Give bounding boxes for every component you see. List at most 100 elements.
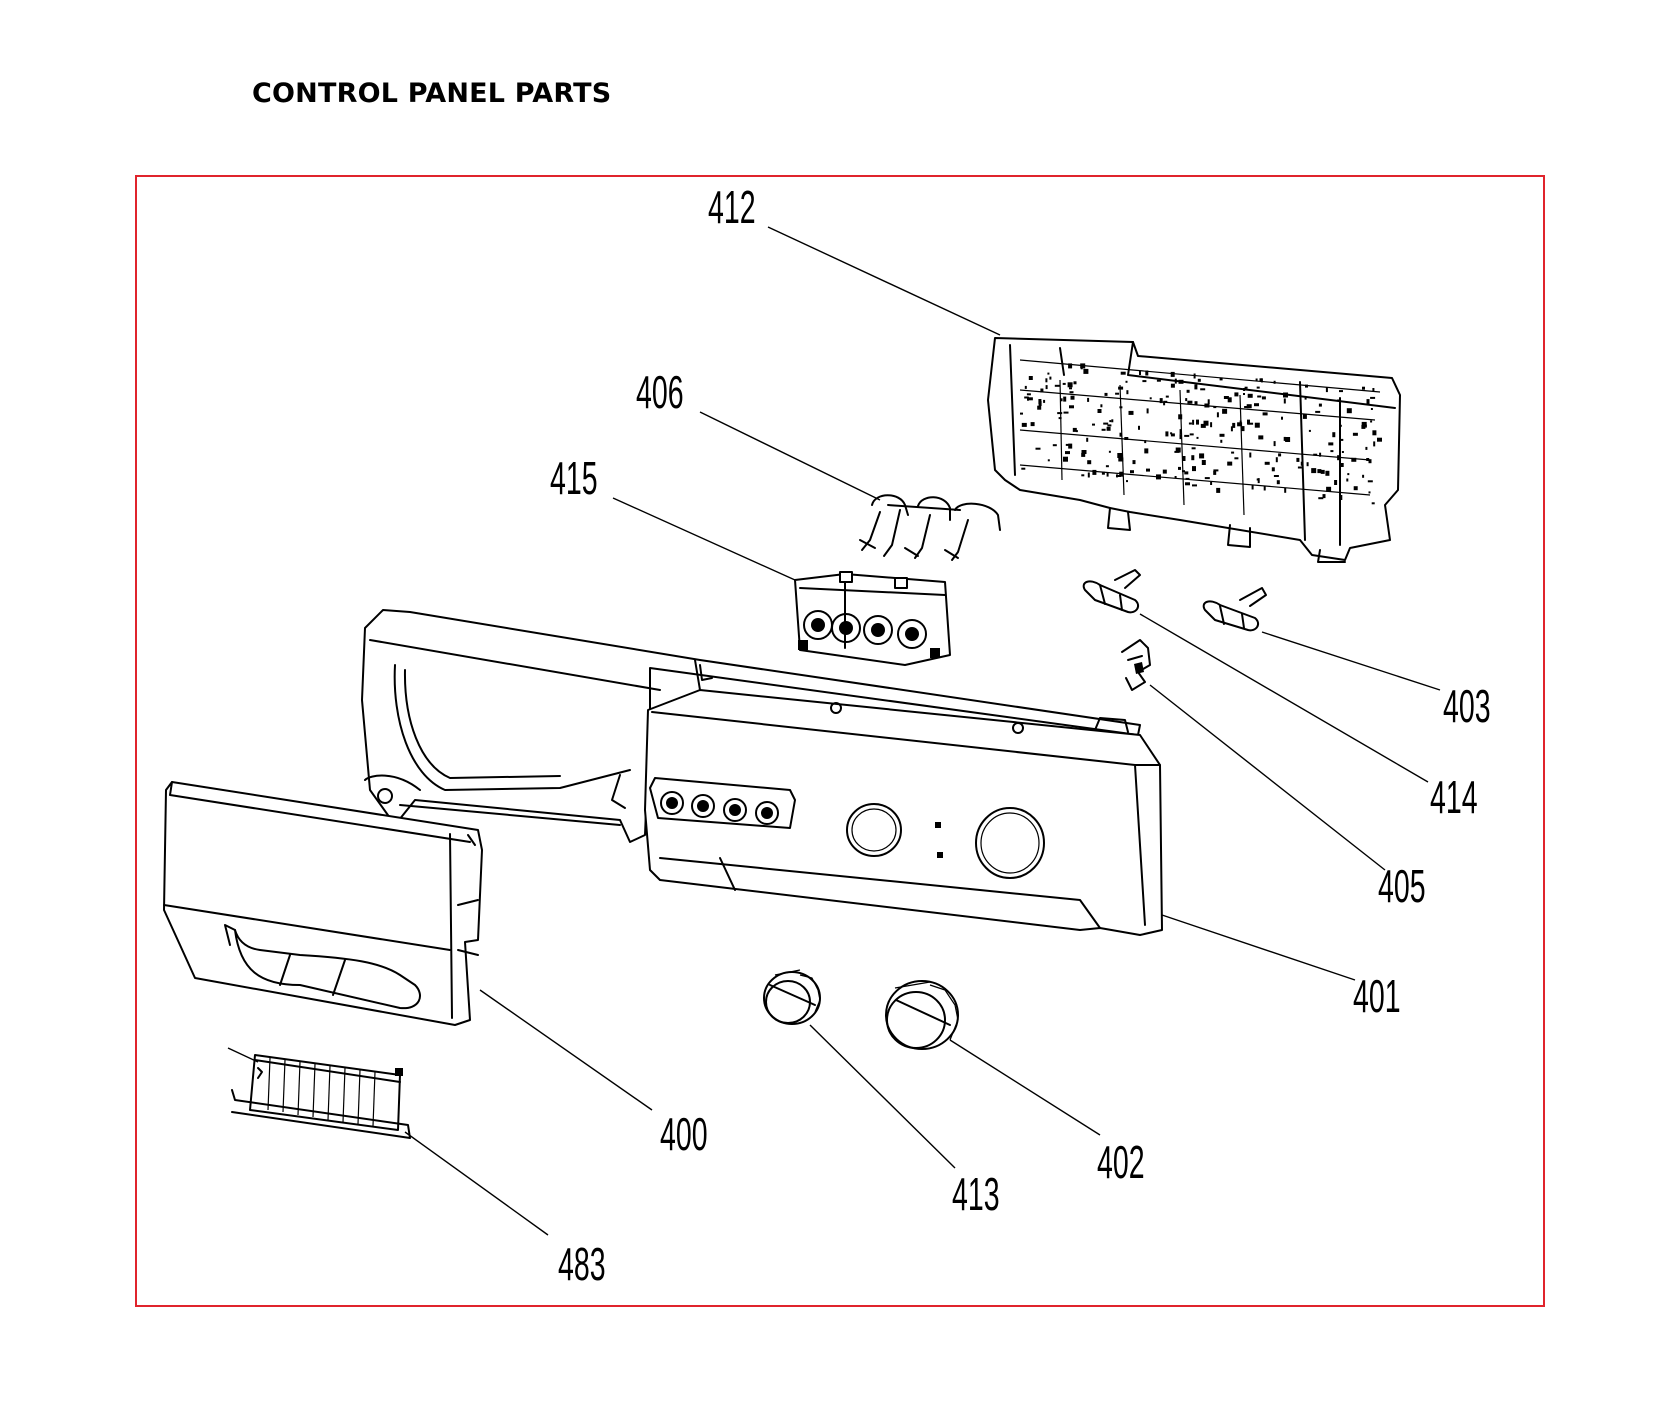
pcb-component-mark xyxy=(1247,419,1250,425)
part-414-drawing[interactable] xyxy=(1082,569,1141,614)
pcb-component-mark xyxy=(1165,431,1169,437)
pcb-component-mark xyxy=(1028,376,1033,380)
pcb-component-mark xyxy=(1067,382,1073,388)
pcb-component-mark xyxy=(1182,470,1185,473)
pcb-component-mark xyxy=(1163,402,1166,406)
pcb-component-mark xyxy=(1377,437,1382,442)
label-403: 403 xyxy=(1443,681,1491,733)
pcb-component-mark xyxy=(1222,408,1228,414)
pcb-component-mark xyxy=(1111,419,1114,423)
pcb-component-mark xyxy=(1179,434,1182,440)
pcb-component-mark xyxy=(1219,377,1223,381)
pcb-component-mark xyxy=(1106,426,1111,431)
pcb-component-mark xyxy=(1156,379,1161,382)
pcb-component-mark xyxy=(1144,448,1149,454)
label-401: 401 xyxy=(1353,971,1401,1023)
pcb-component-mark xyxy=(1371,502,1375,505)
pcb-component-mark xyxy=(1087,472,1090,478)
pcb-component-mark xyxy=(1106,472,1109,477)
part-406-drawing[interactable] xyxy=(859,494,1001,561)
label-405: 405 xyxy=(1378,861,1426,913)
pcb-component-mark xyxy=(1047,459,1050,462)
pcb-component-mark xyxy=(1175,447,1181,453)
pcb-component-mark xyxy=(1020,412,1023,415)
pcb-component-mark xyxy=(1062,382,1066,385)
part-483-drawing[interactable] xyxy=(231,1054,411,1139)
page-title: CONTROL PANEL PARTS xyxy=(252,78,612,109)
pcb-component-mark xyxy=(1097,409,1102,413)
pcb-component-mark xyxy=(1325,387,1328,393)
pcb-component-mark xyxy=(1165,395,1169,398)
pcb-component-mark xyxy=(1194,401,1198,406)
pcb-component-mark xyxy=(1115,392,1120,395)
pcb-component-mark xyxy=(1337,399,1340,402)
pcb-component-mark xyxy=(1178,466,1181,470)
pcb-component-mark xyxy=(1063,396,1067,402)
pcb-component-mark xyxy=(1192,419,1195,425)
part-405-drawing[interactable] xyxy=(1121,639,1151,691)
part-401-drawing[interactable] xyxy=(361,609,1163,936)
pcb-component-mark xyxy=(1038,399,1042,404)
pcb-component-mark xyxy=(1256,478,1259,481)
pcb-component-mark xyxy=(1101,471,1105,475)
pcb-component-mark xyxy=(1304,397,1307,400)
pcb-component-mark xyxy=(1249,452,1252,458)
label-412: 412 xyxy=(708,182,756,234)
pcb-component-mark xyxy=(1297,466,1302,469)
label-402: 402 xyxy=(1097,1137,1145,1189)
part-413-drawing[interactable] xyxy=(763,969,821,1025)
pcb-component-mark xyxy=(1283,392,1288,398)
pcb-component-mark xyxy=(1339,424,1342,427)
pcb-component-mark xyxy=(1213,406,1217,409)
pcb-component-mark xyxy=(1326,486,1332,492)
pcb-component-mark xyxy=(1241,426,1245,432)
pcb-component-mark xyxy=(1237,422,1243,427)
part-403-drawing[interactable] xyxy=(1202,587,1267,632)
pcb-component-mark xyxy=(1216,412,1219,418)
pcb-component-mark xyxy=(1258,435,1264,440)
pcb-component-mark xyxy=(1254,403,1259,407)
label-414: 414 xyxy=(1430,772,1478,824)
pcb-component-mark xyxy=(1273,441,1276,447)
pcb-component-mark xyxy=(1210,482,1213,485)
pcb-component-mark xyxy=(1352,432,1358,436)
pcb-component-mark xyxy=(1340,463,1344,467)
pcb-component-mark xyxy=(1271,467,1275,472)
pcb-component-mark xyxy=(1139,371,1141,375)
pcb-component-mark xyxy=(1045,385,1048,390)
pcb-component-mark xyxy=(1149,397,1152,400)
pcb-component-mark xyxy=(1283,398,1286,404)
pcb-component-mark xyxy=(1130,470,1134,474)
diagram-frame xyxy=(135,175,1545,1307)
pcb-component-mark xyxy=(1255,378,1258,381)
pcb-component-mark xyxy=(1339,390,1343,393)
pcb-component-mark xyxy=(1184,471,1189,475)
label-406: 406 xyxy=(636,367,684,419)
pcb-component-mark xyxy=(1361,424,1366,429)
pcb-component-mark xyxy=(1128,410,1134,415)
pcb-component-mark xyxy=(1239,420,1242,423)
pcb-component-mark xyxy=(1351,457,1357,462)
pcb-component-mark xyxy=(1052,444,1057,447)
part-412-drawing[interactable] xyxy=(987,337,1401,563)
pcb-component-mark xyxy=(1162,469,1167,474)
pcb-component-mark xyxy=(1372,388,1375,392)
pcb-component-mark xyxy=(1283,436,1286,441)
part-402-drawing[interactable] xyxy=(885,980,959,1050)
pcb-component-mark xyxy=(1192,484,1197,487)
pcb-component-mark xyxy=(1366,399,1370,405)
part-400-drawing[interactable] xyxy=(163,781,483,1026)
pcb-component-mark xyxy=(1247,393,1253,398)
pcb-component-mark xyxy=(1069,391,1074,394)
pcb-component-mark xyxy=(1047,372,1050,375)
pcb-component-mark xyxy=(1138,425,1140,430)
pcb-component-mark xyxy=(1330,450,1334,453)
pcb-component-mark xyxy=(1341,451,1344,453)
part-415-drawing[interactable] xyxy=(794,571,951,666)
pcb-component-mark xyxy=(1170,432,1173,435)
pcb-component-mark xyxy=(1320,469,1325,474)
pcb-component-mark xyxy=(1021,422,1027,427)
pcb-component-mark xyxy=(1109,420,1112,423)
pcb-component-mark xyxy=(1315,410,1321,413)
part-labels: 412 406 415 403 414 405 401 400 402 413 … xyxy=(550,182,1491,1291)
